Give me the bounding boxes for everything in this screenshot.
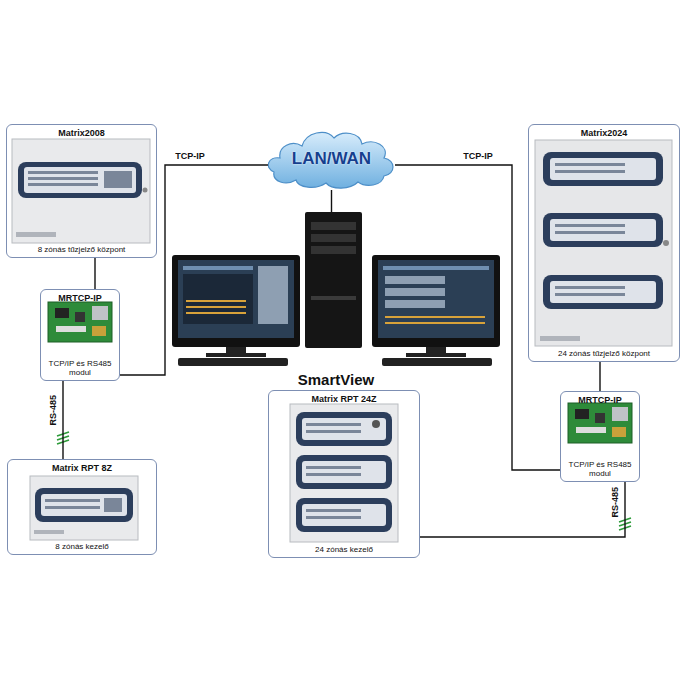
edge-label: TCP-IP [461,151,495,161]
break-mark [57,432,631,530]
panel-illustration [12,139,150,243]
keypad-illustration [30,476,138,540]
connector [331,190,332,212]
keypad-illustration [290,404,398,542]
module-caption: TCP/IP és RS485 modul [45,359,115,377]
module-heading: MRTCP-IP [578,395,622,405]
device-box: Matrix RPT 24Z 24 zónás kezelő [268,390,420,558]
panel-heading: Matrix2008 [58,128,105,138]
software-label: SmartView [298,371,374,388]
edge-label: RS-485 [48,393,58,428]
pcb-illustration [48,302,112,342]
connector [120,165,268,375]
edge-label: RS-485 [610,485,620,520]
cloud-outline [268,132,393,188]
network-label: LAN/WAN [292,149,371,169]
connector [94,258,95,289]
keypad-caption: 8 zónás kezelő [55,542,108,551]
keypad-caption: 24 zónás kezelő [315,545,373,554]
pcb-illustration [568,403,632,443]
keypad-heading: Matrix RPT 8Z [52,463,112,473]
device-box: MRTCP-IP TCP/IP és RS485 modul [40,289,120,381]
panel-caption: 8 zónás tűzjelző központ [38,245,126,254]
computer-illustration [172,212,500,366]
connector [599,362,600,391]
network-cloud: LAN/WAN [268,128,395,190]
panel-caption: 24 zónás tűzjelző központ [558,349,650,358]
keypad-heading: Matrix RPT 24Z [311,394,376,404]
device-box: MRTCP-IP TCP/IP és RS485 modul [560,391,640,482]
module-heading: MRTCP-IP [58,293,102,303]
cabinet-illustration [535,140,672,346]
device-box: SmartView [172,212,500,388]
connector [420,482,625,537]
device-box: Matrix2008 8 zónás tűzjelző központ [6,124,157,258]
panel-heading: Matrix2024 [581,128,628,138]
module-caption: TCP/IP és RS485 modul [565,460,635,478]
connector [62,381,63,459]
device-box: Matrix RPT 8Z 8 zónás kezelő [7,459,157,555]
edge-label: TCP-IP [173,151,207,161]
device-box: Matrix2024 24 zónás tűzjelző központ [528,124,680,362]
